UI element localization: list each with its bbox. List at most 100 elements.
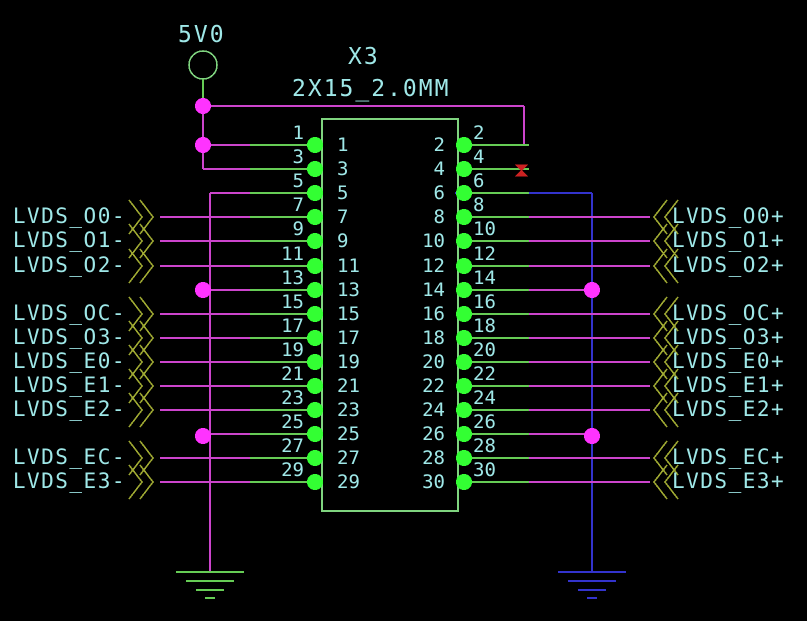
port-label-right[interactable]: LVDS_O1+ xyxy=(672,228,786,252)
no-connect-marker-pin4[interactable] xyxy=(514,164,529,177)
junction-dots xyxy=(195,98,600,444)
pin-number-inside-left: 27 xyxy=(337,447,360,469)
pin-number-outside-left: 21 xyxy=(281,363,304,385)
pin-number-outside-right: 20 xyxy=(473,339,496,361)
pin-number-outside-right: 30 xyxy=(473,459,496,481)
net-junction[interactable] xyxy=(584,428,600,444)
pin-number-inside-left: 23 xyxy=(337,399,360,421)
pin-number-inside-left: 5 xyxy=(337,182,349,204)
pin-number-outside-right: 8 xyxy=(473,194,485,216)
port-label-right[interactable]: LVDS_EC+ xyxy=(672,445,786,469)
pin-number-inside-left: 13 xyxy=(337,279,360,301)
port-label-left[interactable]: LVDS_E0- xyxy=(12,349,126,373)
pin-number-inside-right: 4 xyxy=(433,158,445,180)
pin-number-outside-right: 26 xyxy=(473,411,496,433)
pin-number-inside-right: 30 xyxy=(422,471,445,493)
pin-number-inside-right: 26 xyxy=(422,423,445,445)
pin-number-inside-right: 8 xyxy=(433,206,445,228)
pin-number-outside-right: 28 xyxy=(473,435,496,457)
pin-number-inside-right: 20 xyxy=(422,351,445,373)
pin-number-inside-left: 7 xyxy=(337,206,349,228)
port-label-right[interactable]: LVDS_E2+ xyxy=(672,397,786,421)
port-label-right[interactable]: LVDS_E1+ xyxy=(672,373,786,397)
port-label-left[interactable]: LVDS_O2- xyxy=(12,253,126,277)
pin-number-inside-left: 3 xyxy=(337,158,349,180)
pin-number-outside-right: 22 xyxy=(473,363,496,385)
pin-number-inside-left: 11 xyxy=(337,255,360,277)
power-port-5v0-symbol[interactable] xyxy=(188,50,218,106)
port-label-left[interactable]: LVDS_O3- xyxy=(12,325,126,349)
pin-number-outside-left: 27 xyxy=(281,435,304,457)
port-chevrons-left xyxy=(128,199,155,500)
component-footprint: 2X15_2.0MM xyxy=(292,76,451,102)
pin-number-inside-right: 14 xyxy=(422,279,445,301)
pin-number-outside-right: 18 xyxy=(473,315,496,337)
pin-number-outside-left: 1 xyxy=(292,122,304,144)
port-label-left[interactable]: LVDS_OC- xyxy=(12,301,126,325)
pin-number-inside-right: 10 xyxy=(422,230,445,252)
pin-number-outside-right: 16 xyxy=(473,291,496,313)
pin-number-inside-left: 9 xyxy=(337,230,349,252)
pin-number-outside-right: 24 xyxy=(473,387,496,409)
port-label-right[interactable]: LVDS_O3+ xyxy=(672,325,786,349)
port-label-right[interactable]: LVDS_O0+ xyxy=(672,204,786,228)
pin-number-inside-left: 15 xyxy=(337,303,360,325)
component-designator: X3 xyxy=(348,44,380,70)
pin-number-inside-right: 24 xyxy=(422,399,445,421)
pin-number-outside-left: 13 xyxy=(281,267,304,289)
pin-number-outside-right: 4 xyxy=(473,146,485,168)
pin-number-outside-right: 12 xyxy=(473,243,496,265)
net-junction[interactable] xyxy=(195,428,211,444)
pin-number-outside-left: 5 xyxy=(292,170,304,192)
pin-number-outside-left: 17 xyxy=(281,315,304,337)
port-label-right[interactable]: LVDS_E3+ xyxy=(672,469,786,493)
pin-number-inside-right: 6 xyxy=(433,182,445,204)
port-label-left[interactable]: LVDS_O0- xyxy=(12,204,126,228)
net-junction[interactable] xyxy=(195,282,211,298)
pin-number-outside-left: 11 xyxy=(281,243,304,265)
ground-symbol-right[interactable] xyxy=(558,571,626,599)
pin-dots xyxy=(307,137,472,490)
net-junction[interactable] xyxy=(195,98,211,114)
pin-number-inside-left: 19 xyxy=(337,351,360,373)
net-junction[interactable] xyxy=(195,137,211,153)
port-label-left[interactable]: LVDS_EC- xyxy=(12,445,126,469)
pin-number-outside-right: 14 xyxy=(473,267,496,289)
port-label-left[interactable]: LVDS_E1- xyxy=(12,373,126,397)
pin-number-inside-right: 2 xyxy=(433,134,445,156)
pin-number-outside-right: 6 xyxy=(473,170,485,192)
pin-number-outside-left: 7 xyxy=(292,194,304,216)
pin-number-outside-left: 23 xyxy=(281,387,304,409)
port-label-left[interactable]: LVDS_O1- xyxy=(12,228,126,252)
port-label-right[interactable]: LVDS_OC+ xyxy=(672,301,786,325)
pin-number-outside-left: 29 xyxy=(281,459,304,481)
net-wires-right xyxy=(516,168,650,483)
pin-number-inside-left: 17 xyxy=(337,327,360,349)
port-label-right[interactable]: LVDS_O2+ xyxy=(672,253,786,277)
net-wires-left xyxy=(160,216,250,483)
port-label-left[interactable]: LVDS_E3- xyxy=(12,469,126,493)
pin-number-outside-left: 3 xyxy=(292,146,304,168)
pin-number-outside-left: 19 xyxy=(281,339,304,361)
ground-symbol-left[interactable] xyxy=(176,571,244,599)
pin-number-inside-left: 21 xyxy=(337,375,360,397)
pin-number-inside-right: 18 xyxy=(422,327,445,349)
port-label-left[interactable]: LVDS_E2- xyxy=(12,397,126,421)
pin-number-inside-right: 16 xyxy=(422,303,445,325)
pin-number-inside-right: 28 xyxy=(422,447,445,469)
pin-stubs-left xyxy=(250,144,315,483)
net-junction[interactable] xyxy=(584,282,600,298)
pin-number-outside-right: 2 xyxy=(473,122,485,144)
power-net-label-5v0: 5V0 xyxy=(178,22,226,48)
pin-number-inside-left: 25 xyxy=(337,423,360,445)
pin-number-inside-left: 1 xyxy=(337,134,349,156)
pin-number-inside-right: 12 xyxy=(422,255,445,277)
pin-stubs-right xyxy=(464,144,529,483)
pin-number-outside-left: 25 xyxy=(281,411,304,433)
pin-number-outside-left: 9 xyxy=(292,218,304,240)
pin-number-inside-right: 22 xyxy=(422,375,445,397)
port-label-right[interactable]: LVDS_E0+ xyxy=(672,349,786,373)
pin-number-outside-left: 15 xyxy=(281,291,304,313)
